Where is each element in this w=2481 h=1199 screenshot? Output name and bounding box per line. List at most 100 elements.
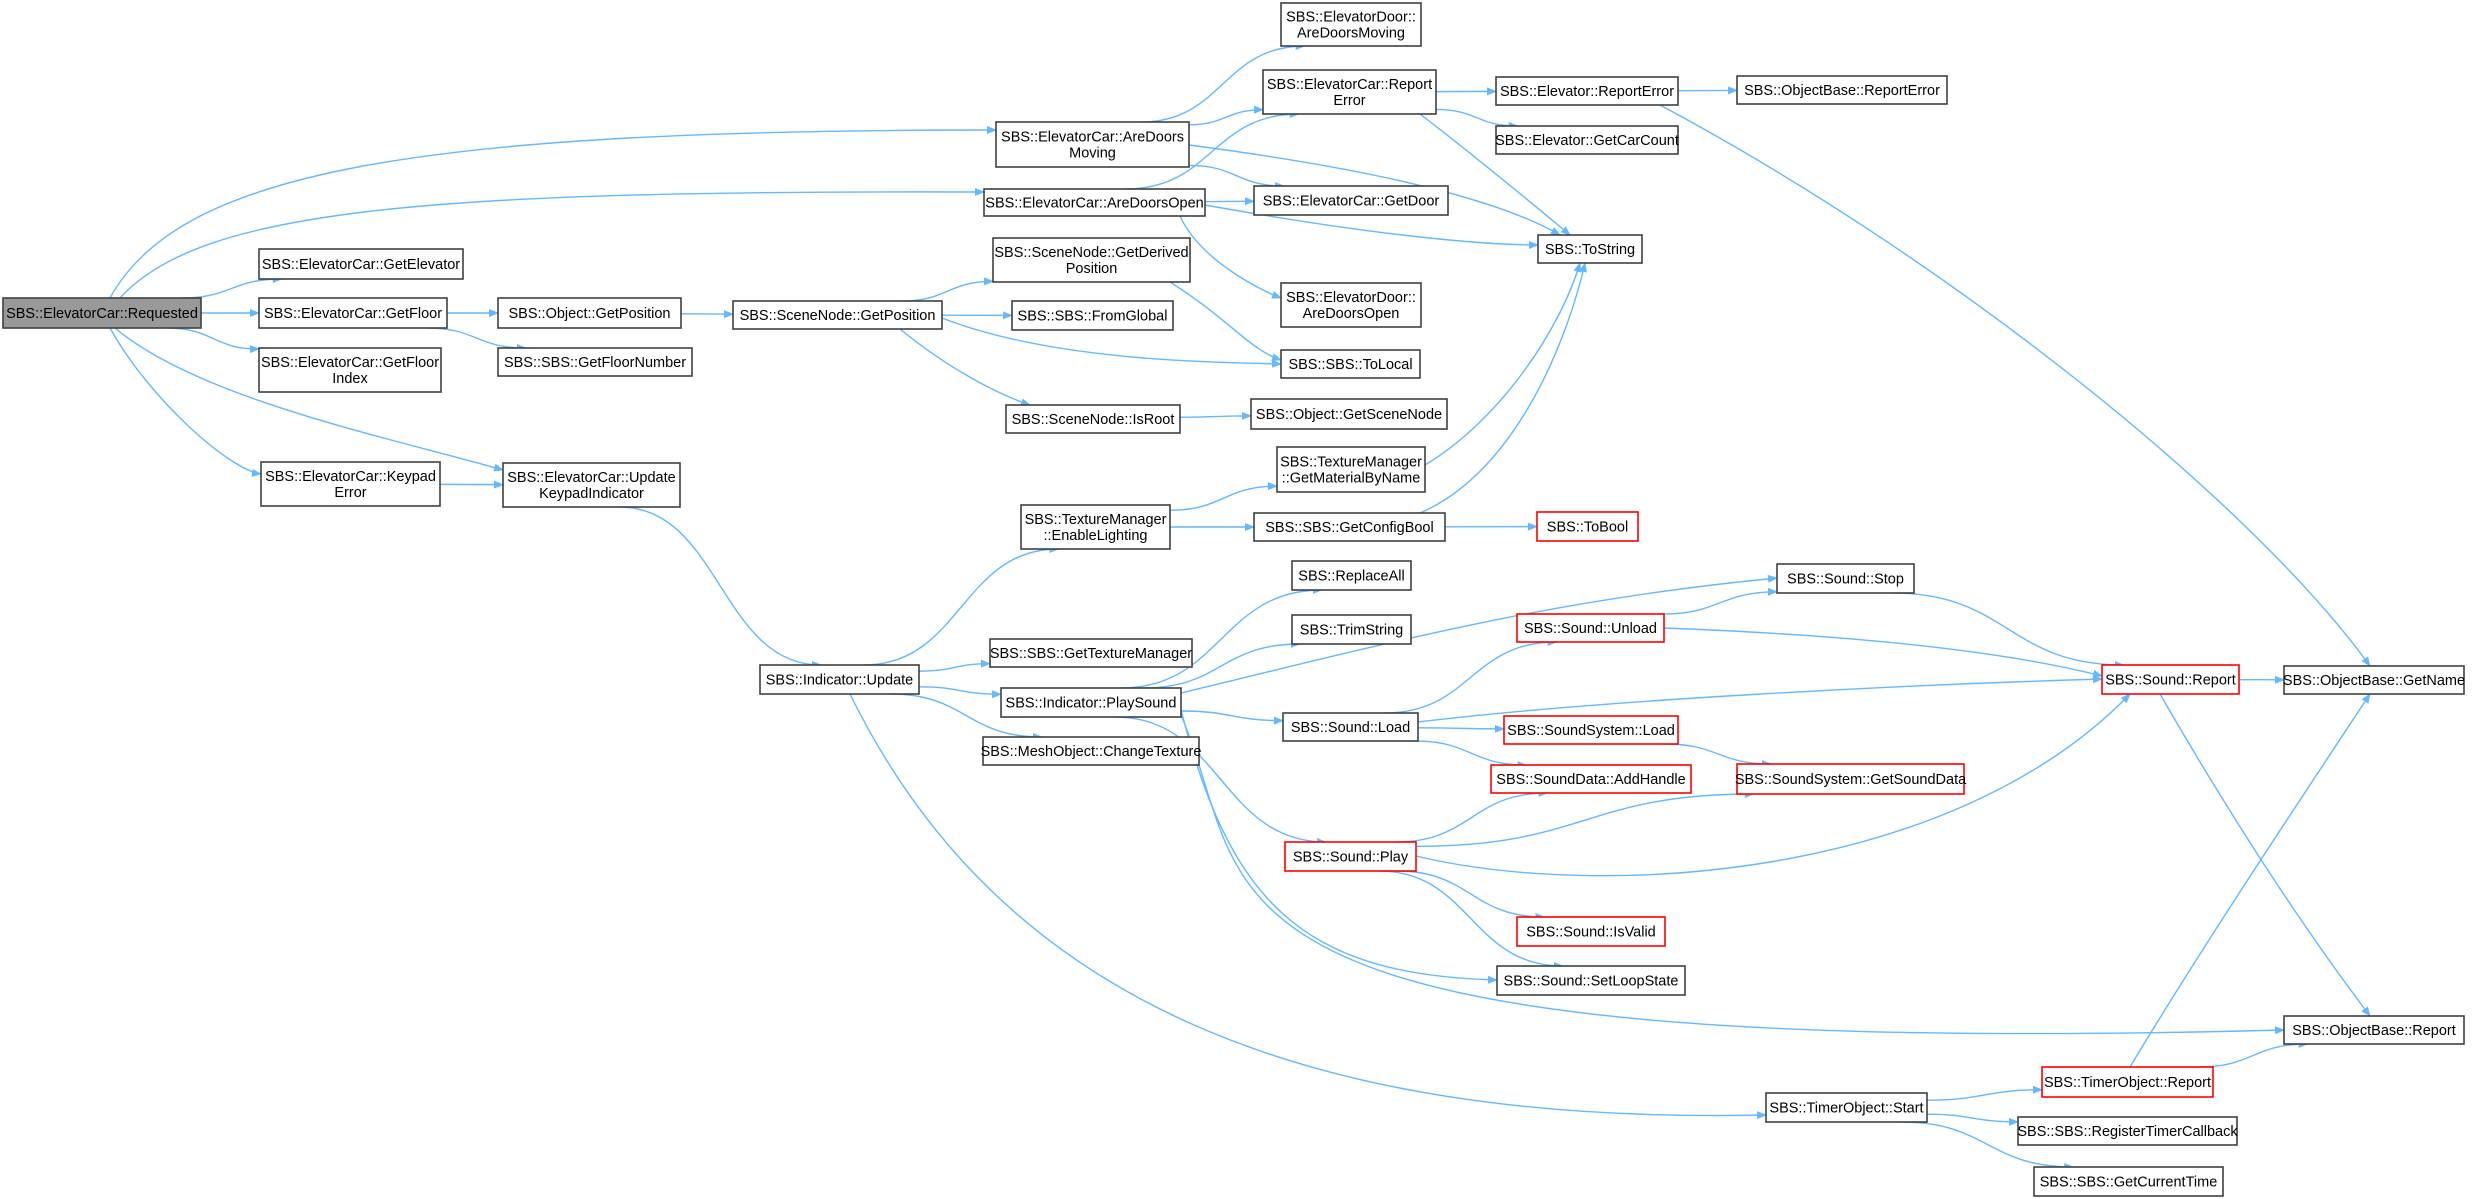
node-box: [1011, 300, 1174, 331]
node-tolocal[interactable]: SBS::SBS::ToLocal: [1280, 349, 1421, 379]
node-label: SBS::ElevatorCar::Update: [507, 470, 675, 486]
node-label: Error: [334, 485, 366, 501]
edge-requested-to-aredoorsmoving_car: [109, 126, 997, 299]
node-sound_play[interactable]: SBS::Sound::Play: [1284, 841, 1417, 872]
node-replaceall[interactable]: SBS::ReplaceAll: [1291, 560, 1412, 591]
node-getelevator[interactable]: SBS::ElevatorCar::GetElevator: [258, 248, 464, 280]
node-box: [497, 297, 682, 329]
node-label: SBS::SBS::RegisterTimerCallback: [2017, 1124, 2238, 1140]
node-timer_start[interactable]: SBS::TimerObject::Start: [1765, 1092, 1928, 1123]
node-aredoorsmoving_car[interactable]: SBS::ElevatorCar::AreDoorsMoving: [995, 121, 1190, 168]
node-aredoorsopen_car[interactable]: SBS::ElevatorCar::AreDoorsOpen: [983, 188, 1206, 217]
node-sound_setloopstate[interactable]: SBS::Sound::SetLoopState: [1496, 965, 1686, 996]
node-sound_report[interactable]: SBS::Sound::Report: [2101, 664, 2240, 695]
node-getfloor[interactable]: SBS::ElevatorCar::GetFloor: [258, 297, 448, 329]
edge-ind_update-to-tm_enablelighting: [863, 545, 1060, 666]
node-label: SBS::ElevatorCar::GetFloor: [261, 355, 439, 371]
node-registertimercallback[interactable]: SBS::SBS::RegisterTimerCallback: [2017, 1116, 2238, 1146]
node-label: SBS::SceneNode::IsRoot: [1012, 412, 1175, 428]
node-sound_isvalid[interactable]: SBS::Sound::IsValid: [1516, 916, 1666, 947]
node-door_aredoorsmoving[interactable]: SBS::ElevatorDoor::AreDoorsMoving: [1280, 2, 1422, 47]
node-obj_getposition[interactable]: SBS::Object::GetPosition: [497, 297, 682, 329]
node-label: SBS::TextureManager: [1025, 512, 1167, 528]
node-box: [1536, 511, 1639, 542]
node-sn_getposition[interactable]: SBS::SceneNode::GetPosition: [732, 300, 943, 330]
node-label: SBS::SBS::ToLocal: [1288, 357, 1412, 373]
node-label: SBS::MeshObject::ChangeTexture: [981, 744, 1202, 760]
node-door_aredoorsopen[interactable]: SBS::ElevatorDoor::AreDoorsOpen: [1280, 282, 1422, 328]
node-sound_stop[interactable]: SBS::Sound::Stop: [1776, 563, 1915, 594]
edge-ind_playsound-to-objbase_report: [1180, 714, 2285, 1035]
node-sounddata_addhandle[interactable]: SBS::SoundData::AddHandle: [1490, 764, 1692, 794]
node-getscenenode[interactable]: SBS::Object::GetSceneNode: [1250, 398, 1448, 430]
node-sound_unload[interactable]: SBS::Sound::Unload: [1516, 613, 1665, 643]
node-box: [2017, 1116, 2238, 1146]
node-objbase_getname[interactable]: SBS::ObjectBase::GetName: [2283, 665, 2465, 695]
node-box: [2101, 664, 2240, 695]
node-label: SBS::ObjectBase::ReportError: [1744, 83, 1940, 99]
edge-ind_update-to-timer_start: [849, 693, 1767, 1120]
node-label: Error: [1333, 93, 1365, 109]
edge-sound_stop-to-sound_report: [1892, 592, 2125, 669]
edge-requested-to-aredoorsopen_car: [119, 187, 985, 299]
node-box: [1276, 446, 1426, 493]
node-label: ::EnableLighting: [1044, 528, 1148, 544]
node-getcurrenttime[interactable]: SBS::SBS::GetCurrentTime: [2033, 1166, 2224, 1197]
node-label: SBS::ElevatorCar::GetDoor: [1263, 194, 1440, 210]
node-label: SBS::SBS::GetCurrentTime: [2040, 1175, 2218, 1191]
node-box: [1280, 282, 1422, 328]
edge-sound_load-to-sound_report: [1417, 675, 2103, 723]
node-box: [1496, 965, 1686, 996]
node-label: SBS::SBS::FromGlobal: [1018, 309, 1168, 325]
node-timer_report[interactable]: SBS::TimerObject::Report: [2041, 1066, 2214, 1098]
edge-sn_getposition-to-isroot: [899, 328, 1031, 406]
edge-tm_enablelighting-to-tm_getmaterial: [1169, 482, 1278, 511]
edge-sound_play-to-sound_setloopstate: [1378, 870, 1564, 970]
node-label: SBS::TimerObject::Report: [2044, 1075, 2211, 1091]
node-getfloornumber[interactable]: SBS::SBS::GetFloorNumber: [497, 347, 693, 377]
node-elev_reporterror[interactable]: SBS::Elevator::ReportError: [1495, 76, 1679, 106]
node-soundsystem_load[interactable]: SBS::SoundSystem::Load: [1503, 715, 1679, 745]
node-ind_update[interactable]: SBS::Indicator::Update: [759, 664, 920, 695]
node-tm_getmaterial[interactable]: SBS::TextureManager::GetMaterialByName: [1276, 446, 1426, 493]
node-box: [2041, 1066, 2214, 1098]
node-label: Index: [332, 371, 368, 387]
node-trimstring[interactable]: SBS::TrimString: [1291, 614, 1412, 645]
node-ind_playsound[interactable]: SBS::Indicator::PlaySound: [1000, 687, 1182, 718]
node-isroot[interactable]: SBS::SceneNode::IsRoot: [1005, 404, 1181, 434]
edge-timer_start-to-getcurrenttime: [1901, 1121, 2075, 1171]
node-label: ::GetMaterialByName: [1282, 471, 1421, 487]
node-gettexturemanager[interactable]: SBS::SBS::GetTextureManager: [989, 638, 1193, 668]
edge-ind_playsound-to-sound_setloopstate: [1180, 709, 1498, 984]
node-tobool[interactable]: SBS::ToBool: [1536, 511, 1639, 542]
node-sound_load[interactable]: SBS::Sound::Load: [1282, 712, 1419, 742]
node-requested[interactable]: SBS::ElevatorCar::Requested: [2, 297, 202, 329]
node-getconfigbool[interactable]: SBS::SBS::GetConfigBool: [1253, 512, 1446, 542]
edge-sn_getposition-to-sn_getderived: [902, 277, 994, 302]
node-box: [1503, 715, 1679, 745]
node-label: SBS::ObjectBase::GetName: [2283, 673, 2465, 689]
node-changetexture[interactable]: SBS::MeshObject::ChangeTexture: [981, 736, 1202, 766]
node-car_reporterror[interactable]: SBS::ElevatorCar::ReportError: [1262, 69, 1437, 115]
node-objbase_reporterror[interactable]: SBS::ObjectBase::ReportError: [1736, 75, 1948, 105]
node-label: SBS::Sound::Stop: [1787, 572, 1904, 588]
node-fromglobal[interactable]: SBS::SBS::FromGlobal: [1011, 300, 1174, 331]
node-objbase_report[interactable]: SBS::ObjectBase::Report: [2283, 1015, 2465, 1045]
edge-sound_load-to-sounddata_addhandle: [1415, 740, 1528, 769]
node-box: [1284, 841, 1417, 872]
node-getdoor[interactable]: SBS::ElevatorCar::GetDoor: [1253, 185, 1449, 216]
node-label: SBS::ElevatorCar::GetElevator: [262, 257, 460, 273]
node-label: SBS::Indicator::PlaySound: [1006, 696, 1177, 712]
edge-car_reporterror-to-tostring: [1419, 113, 1571, 236]
node-box: [260, 461, 441, 507]
node-box: [258, 248, 464, 280]
node-soundsystem_getsounddata[interactable]: SBS::SoundSystem::GetSoundData: [1735, 763, 1967, 795]
node-tm_enablelighting[interactable]: SBS::TextureManager::EnableLighting: [1020, 504, 1171, 550]
node-label: SBS::Elevator::ReportError: [1500, 84, 1674, 100]
node-getcarcount[interactable]: SBS::Elevator::GetCarCount: [1495, 125, 1679, 155]
node-tostring[interactable]: SBS::ToString: [1537, 234, 1643, 264]
